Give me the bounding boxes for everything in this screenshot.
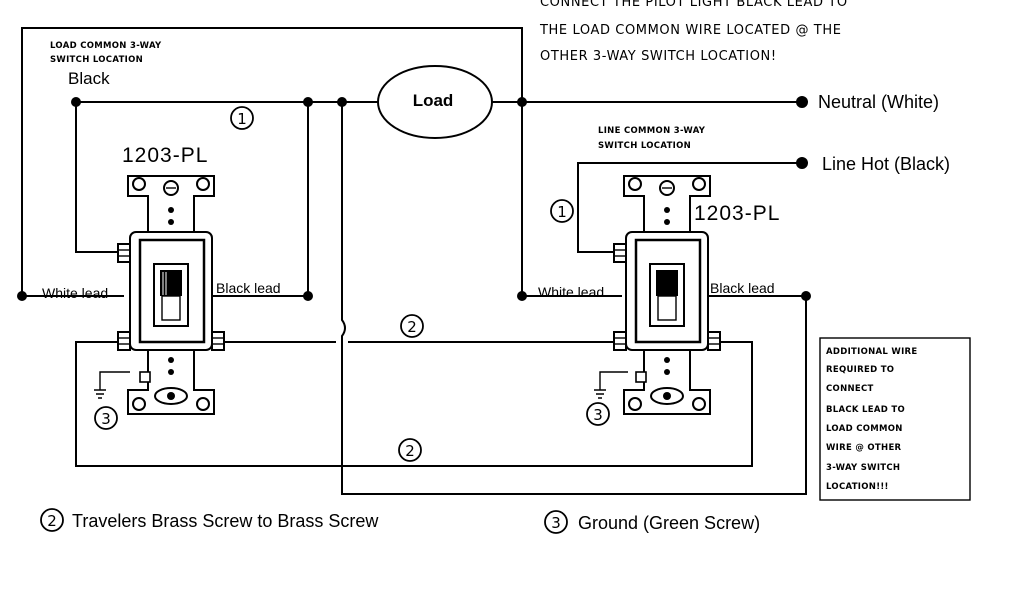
neutral-terminal-dot — [796, 96, 808, 108]
legend-marker-2-circle — [40, 508, 64, 532]
top-note-line-1: CONNECT THE PILOT LIGHT BLACK LEAD TO — [540, 0, 848, 10]
legend: 2 Travelers Brass Screw to Brass Screw 3… — [40, 508, 760, 534]
top-note-line-3: OTHER 3-WAY SWITCH LOCATION! — [540, 49, 777, 64]
left-traveler-screw-icon — [117, 331, 131, 351]
line-hot-terminal-dot — [796, 157, 808, 169]
right-location-line-1: LINE COMMON 3-WAY — [598, 126, 706, 136]
left-switch-device — [117, 175, 225, 415]
marker-3-circle — [586, 402, 610, 426]
note-box — [819, 337, 971, 501]
marker-2-circle — [400, 314, 424, 338]
right-model-label: 1203-PL — [694, 202, 780, 225]
left-traveler-screw-icon — [211, 331, 225, 351]
note-line-4: BLACK LEAD TO — [826, 405, 905, 415]
left-switch-labels: LOAD COMMON 3-WAY SWITCH LOCATION Black … — [42, 41, 281, 301]
note-line-5: LOAD COMMON — [826, 424, 903, 434]
marker-2-label: 2 — [407, 318, 417, 336]
line-hot-wire — [577, 162, 802, 253]
legend-ground-label: Ground (Green Screw) — [578, 513, 760, 533]
marker-1-circle — [230, 106, 254, 130]
line-hot-terminal-label: Line Hot (Black) — [822, 154, 950, 174]
junction-dots — [17, 96, 811, 301]
note-line-2: REQUIRED TO — [826, 365, 894, 375]
marker-3-label: 3 — [593, 406, 603, 424]
note-line-6: WIRE @ OTHER — [826, 443, 902, 453]
right-white-lead-label: White lead — [538, 284, 604, 300]
left-location-line-2: SWITCH LOCATION — [50, 55, 143, 65]
legend-travelers-label: Travelers Brass Screw to Brass Screw — [72, 511, 379, 531]
legend-marker-2-label: 2 — [47, 512, 57, 530]
top-note-line-2: THE LOAD COMMON WIRE LOCATED @ THE — [539, 23, 842, 38]
junction-dot — [517, 97, 527, 107]
left-common-screw-icon — [117, 243, 131, 263]
numbered-markers: 1 1 2 2 3 3 — [94, 106, 610, 462]
marker-3-label: 3 — [101, 410, 111, 428]
additional-wire-note: ADDITIONAL WIRE REQUIRED TO CONNECT BLAC… — [819, 337, 971, 501]
left-model-label: 1203-PL — [122, 144, 208, 167]
right-ground-screw-icon — [635, 371, 647, 383]
legend-marker-3-label: 3 — [551, 514, 561, 532]
junction-dot — [303, 291, 313, 301]
junction-dot — [71, 97, 81, 107]
left-white-lead-label: White lead — [42, 285, 108, 301]
left-ground-wire — [99, 371, 130, 390]
right-ground-symbol-icon — [594, 389, 606, 399]
load: Load — [377, 65, 493, 139]
marker-1-label: 1 — [557, 203, 567, 221]
marker-1-label: 1 — [237, 110, 247, 128]
neutral-terminal-label: Neutral (White) — [818, 92, 939, 112]
legend-marker-3-circle — [544, 510, 568, 534]
white-lead-jumper-wire — [21, 27, 523, 296]
right-black-lead-label: Black lead — [710, 280, 775, 296]
marker-2-circle — [398, 438, 422, 462]
load-label: Load — [413, 91, 454, 110]
right-traveler-screw-icon — [613, 331, 627, 351]
junction-dot — [337, 97, 347, 107]
left-location-line-1: LOAD COMMON 3-WAY — [50, 41, 162, 51]
top-note: CONNECT THE PILOT LIGHT BLACK LEAD TO TH… — [539, 0, 848, 64]
load-ellipse — [377, 65, 493, 139]
right-switch-labels: LINE COMMON 3-WAY SWITCH LOCATION 1203-P… — [538, 92, 950, 300]
marker-3-circle — [94, 406, 118, 430]
right-switch-device — [613, 175, 721, 415]
note-line-1: ADDITIONAL WIRE — [826, 347, 918, 357]
right-ground-wire — [599, 371, 628, 390]
traveler-wire-lower — [75, 341, 753, 467]
marker-1-circle — [550, 199, 574, 223]
junction-dot — [517, 291, 527, 301]
note-line-7: 3-WAY SWITCH — [826, 463, 900, 473]
junction-dot — [17, 291, 27, 301]
left-common-wire — [75, 102, 124, 253]
left-ground-symbol-icon — [94, 389, 106, 399]
right-common-screw-icon — [613, 243, 627, 263]
additional-wire — [341, 102, 807, 495]
junction-dot — [801, 291, 811, 301]
junction-dot — [303, 97, 313, 107]
note-line-8: LOCATION!!! — [826, 482, 889, 492]
right-location-line-2: SWITCH LOCATION — [598, 141, 691, 151]
left-black-lead-label: Black lead — [216, 280, 281, 296]
left-black-lead-wire — [212, 102, 309, 297]
marker-2-label: 2 — [405, 442, 415, 460]
left-ground-screw-icon — [139, 371, 151, 383]
left-common-color: Black — [68, 69, 110, 88]
note-line-3: CONNECT — [826, 384, 874, 394]
right-traveler-screw-icon — [707, 331, 721, 351]
